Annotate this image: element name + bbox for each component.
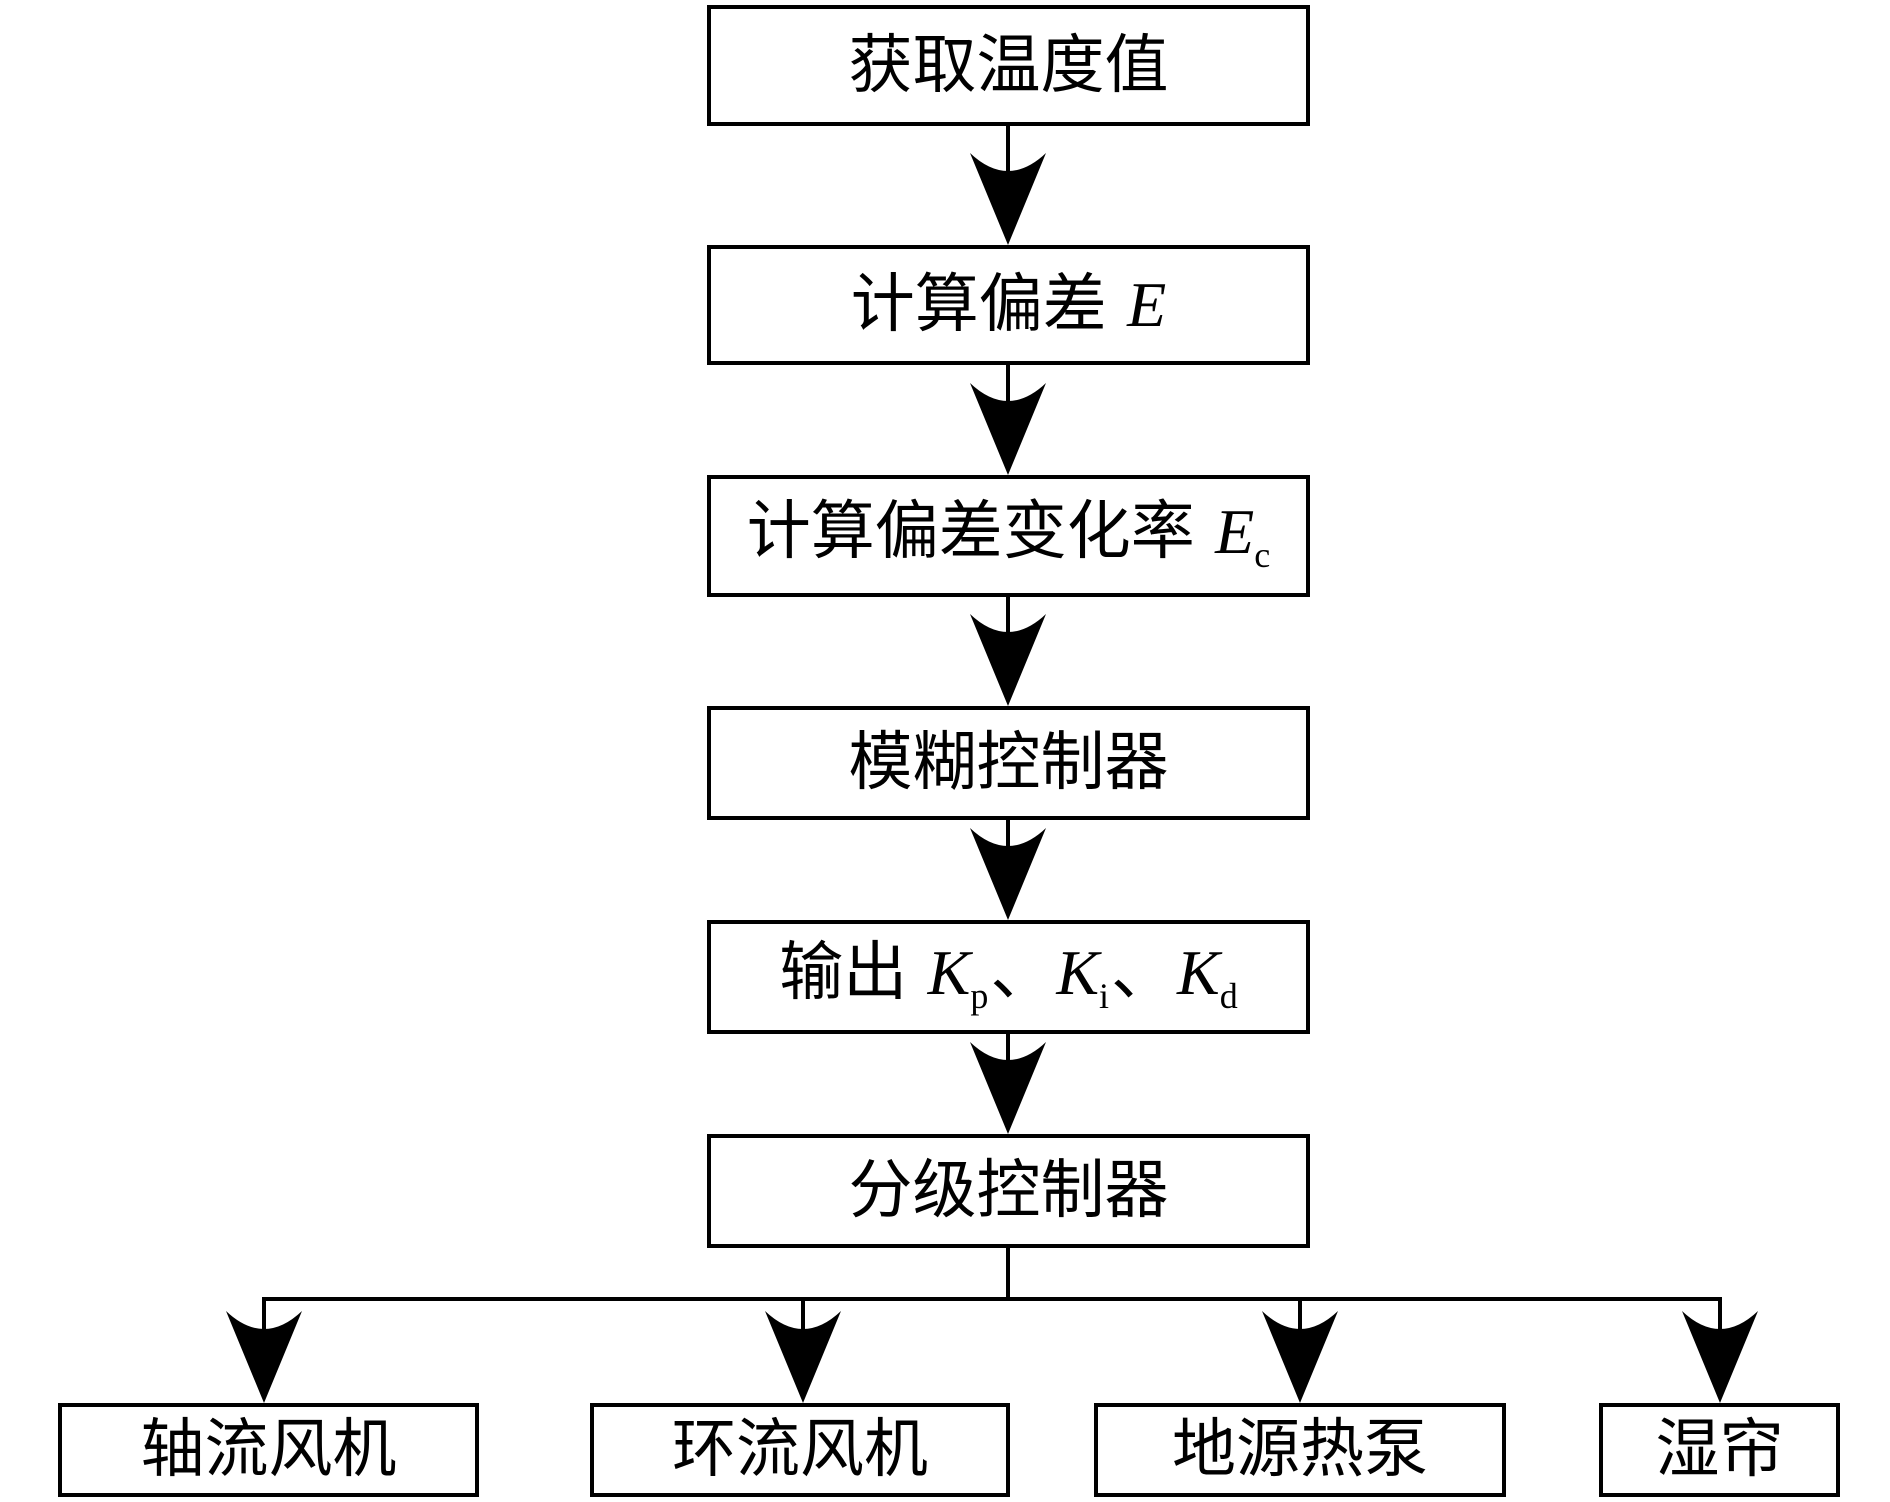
output-ground-source-heat-pump: 地源热泵: [1094, 1403, 1506, 1497]
variable-E: E: [1127, 269, 1167, 340]
subscript-d: d: [1219, 975, 1238, 1016]
arrowhead-icon: [970, 153, 1046, 245]
step-label: 计算偏差 E: [851, 273, 1166, 338]
output-label: 地源热泵: [1172, 1413, 1428, 1487]
step-get-temperature: 获取温度值: [707, 5, 1310, 126]
output-label: 湿帘: [1655, 1413, 1784, 1487]
arrowhead-icon: [1682, 1311, 1758, 1403]
arrowhead-icon: [970, 1042, 1046, 1134]
step-label: 分级控制器: [848, 1154, 1169, 1228]
step-fuzzy-controller: 模糊控制器: [707, 706, 1310, 820]
step-calc-error: 计算偏差 E: [707, 245, 1310, 365]
step-output-gains: 输出 Kp、Ki、Kd: [707, 920, 1310, 1034]
variable-Ki: K: [1056, 936, 1099, 1008]
output-circulation-fan: 环流风机: [590, 1403, 1010, 1497]
variable-Kp: K: [927, 936, 971, 1008]
arrowhead-icon: [765, 1311, 841, 1403]
separator: 、: [1111, 935, 1176, 1010]
step-label: 计算偏差变化率 Ec: [747, 499, 1271, 575]
arrowhead-icon: [970, 614, 1046, 706]
variable-E: E: [1215, 495, 1255, 567]
step-calc-error-rate: 计算偏差变化率 Ec: [707, 475, 1310, 597]
output-axial-fan: 轴流风机: [58, 1403, 479, 1497]
step-label-text: 计算偏差变化率: [746, 494, 1216, 569]
subscript-i: i: [1099, 975, 1110, 1016]
step-label: 获取温度值: [848, 28, 1169, 103]
output-wet-curtain: 湿帘: [1599, 1403, 1840, 1497]
variable-Kd: K: [1177, 936, 1220, 1008]
subscript-p: p: [970, 975, 989, 1016]
step-label-text: 输出: [779, 935, 928, 1010]
output-label: 环流风机: [672, 1413, 928, 1487]
step-label: 模糊控制器: [848, 726, 1169, 800]
arrowhead-icon: [226, 1311, 302, 1403]
step-label-text: 计算偏差: [850, 268, 1128, 342]
step-label: 输出 Kp、Ki、Kd: [779, 940, 1238, 1016]
subscript-c: c: [1254, 534, 1271, 575]
arrowhead-icon: [1262, 1311, 1338, 1403]
separator: 、: [990, 935, 1055, 1010]
output-label: 轴流风机: [140, 1413, 397, 1487]
arrowhead-icon: [970, 383, 1046, 475]
arrowhead-icon: [970, 828, 1046, 920]
step-staged-controller: 分级控制器: [707, 1134, 1310, 1248]
